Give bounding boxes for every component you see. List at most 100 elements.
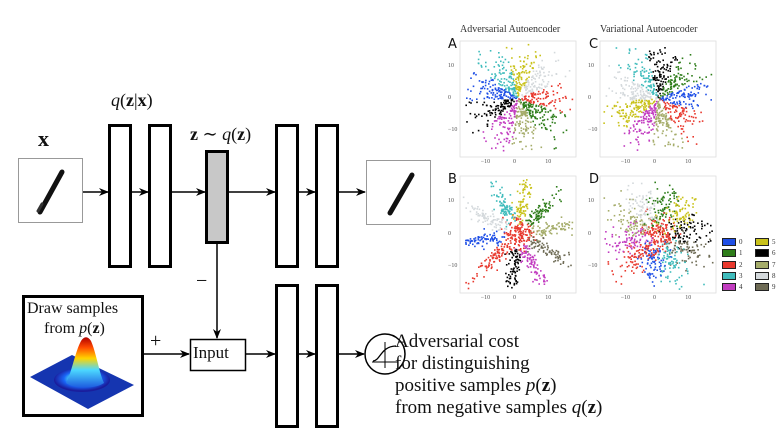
scatter-point [513, 260, 516, 262]
scatter-point [483, 248, 485, 251]
scatter-point [526, 72, 528, 74]
scatter-point [656, 94, 658, 97]
description-line-4-text: from negative samples [395, 397, 572, 418]
scatter-point [515, 116, 517, 118]
scatter-point [480, 238, 483, 241]
scatter-point [660, 115, 663, 117]
scatter-point [640, 233, 643, 235]
scatter-point [522, 103, 524, 106]
scatter-point [518, 81, 521, 84]
scatter-point [518, 228, 520, 230]
scatter-point [652, 83, 655, 86]
scatter-point [646, 111, 649, 113]
scatter-point [548, 207, 550, 209]
scatter-point [491, 182, 493, 185]
x-tick-label: 10 [685, 295, 692, 301]
scatter-point [526, 265, 529, 267]
scatter-point [662, 59, 664, 62]
scatter-point [513, 113, 516, 115]
scatter-point [636, 83, 639, 85]
scatter-point [660, 94, 662, 97]
scatter-point [475, 73, 477, 76]
scatter-point [632, 241, 635, 244]
scatter-point [692, 136, 694, 138]
scatter-point [656, 201, 659, 204]
scatter-point [571, 98, 574, 101]
scatter-point [660, 237, 662, 240]
scatter-point [680, 221, 682, 223]
scatter-point [685, 86, 688, 89]
scatter-point [646, 77, 648, 80]
scatter-point [689, 219, 691, 222]
scatter-point [474, 245, 476, 248]
scatter-point [652, 241, 655, 243]
scatter-point [518, 230, 521, 233]
scatter-point [543, 75, 546, 78]
scatter-point [503, 94, 505, 97]
scatter-point [531, 232, 533, 234]
scatter-panel-d [599, 175, 717, 294]
scatter-point [668, 251, 671, 254]
scatter-point [511, 209, 513, 211]
scatter-point [550, 116, 553, 119]
scatter-point [513, 73, 515, 76]
scatter-point [548, 71, 550, 73]
scatter-point [681, 207, 684, 210]
scatter-point [651, 233, 654, 236]
scatter-point [520, 250, 522, 253]
scatter-point [687, 140, 689, 143]
scatter-point [641, 61, 643, 64]
scatter-point [538, 83, 541, 86]
scatter-point [499, 260, 501, 262]
scatter-point [679, 233, 682, 235]
scatter-point [641, 100, 644, 102]
scatter-point [547, 225, 550, 228]
scatter-point [672, 267, 675, 269]
scatter-point [622, 219, 625, 221]
scatter-point [635, 250, 638, 252]
panel-letter-c: C [589, 37, 599, 52]
scatter-point [500, 122, 502, 124]
scatter-point [690, 249, 692, 252]
scatter-point [485, 79, 487, 82]
scatter-point [658, 97, 661, 99]
scatter-point [683, 117, 685, 120]
scatter-point [624, 79, 626, 82]
scatter-point [498, 72, 501, 74]
scatter-point [514, 129, 516, 132]
scatter-point [625, 234, 627, 236]
scatter-point [529, 193, 532, 196]
scatter-point [636, 123, 638, 125]
scatter-point [670, 118, 672, 121]
scatter-point [526, 239, 529, 241]
scatter-point [477, 206, 479, 208]
y-tick-label: −10 [588, 127, 598, 134]
scatter-point [673, 265, 675, 267]
scatter-point [535, 258, 537, 261]
scatter-point [516, 86, 519, 88]
scatter-point [505, 46, 508, 49]
scatter-point [482, 240, 485, 243]
scatter-point [665, 120, 668, 122]
scatter-point [501, 88, 503, 91]
scatter-point [559, 83, 561, 85]
scatter-point [655, 239, 658, 242]
scatter-point [517, 100, 520, 102]
scatter-point [503, 231, 506, 234]
scatter-point [686, 236, 688, 238]
scatter-point [555, 147, 557, 149]
scatter-point [652, 89, 655, 91]
scatter-point [519, 183, 521, 186]
scatter-point [500, 118, 503, 120]
scatter-point [494, 109, 497, 111]
scatter-point [502, 105, 505, 108]
scatter-point [485, 140, 487, 143]
scatter-point [516, 88, 518, 91]
scatter-point [646, 132, 649, 134]
scatter-point [474, 237, 477, 239]
scatter-point [697, 105, 699, 107]
scatter-point [655, 111, 658, 113]
adversarial-cost-description: Adversarial cost for distinguishing posi… [395, 331, 602, 419]
scatter-point [538, 123, 541, 126]
scatter-point [487, 119, 489, 122]
